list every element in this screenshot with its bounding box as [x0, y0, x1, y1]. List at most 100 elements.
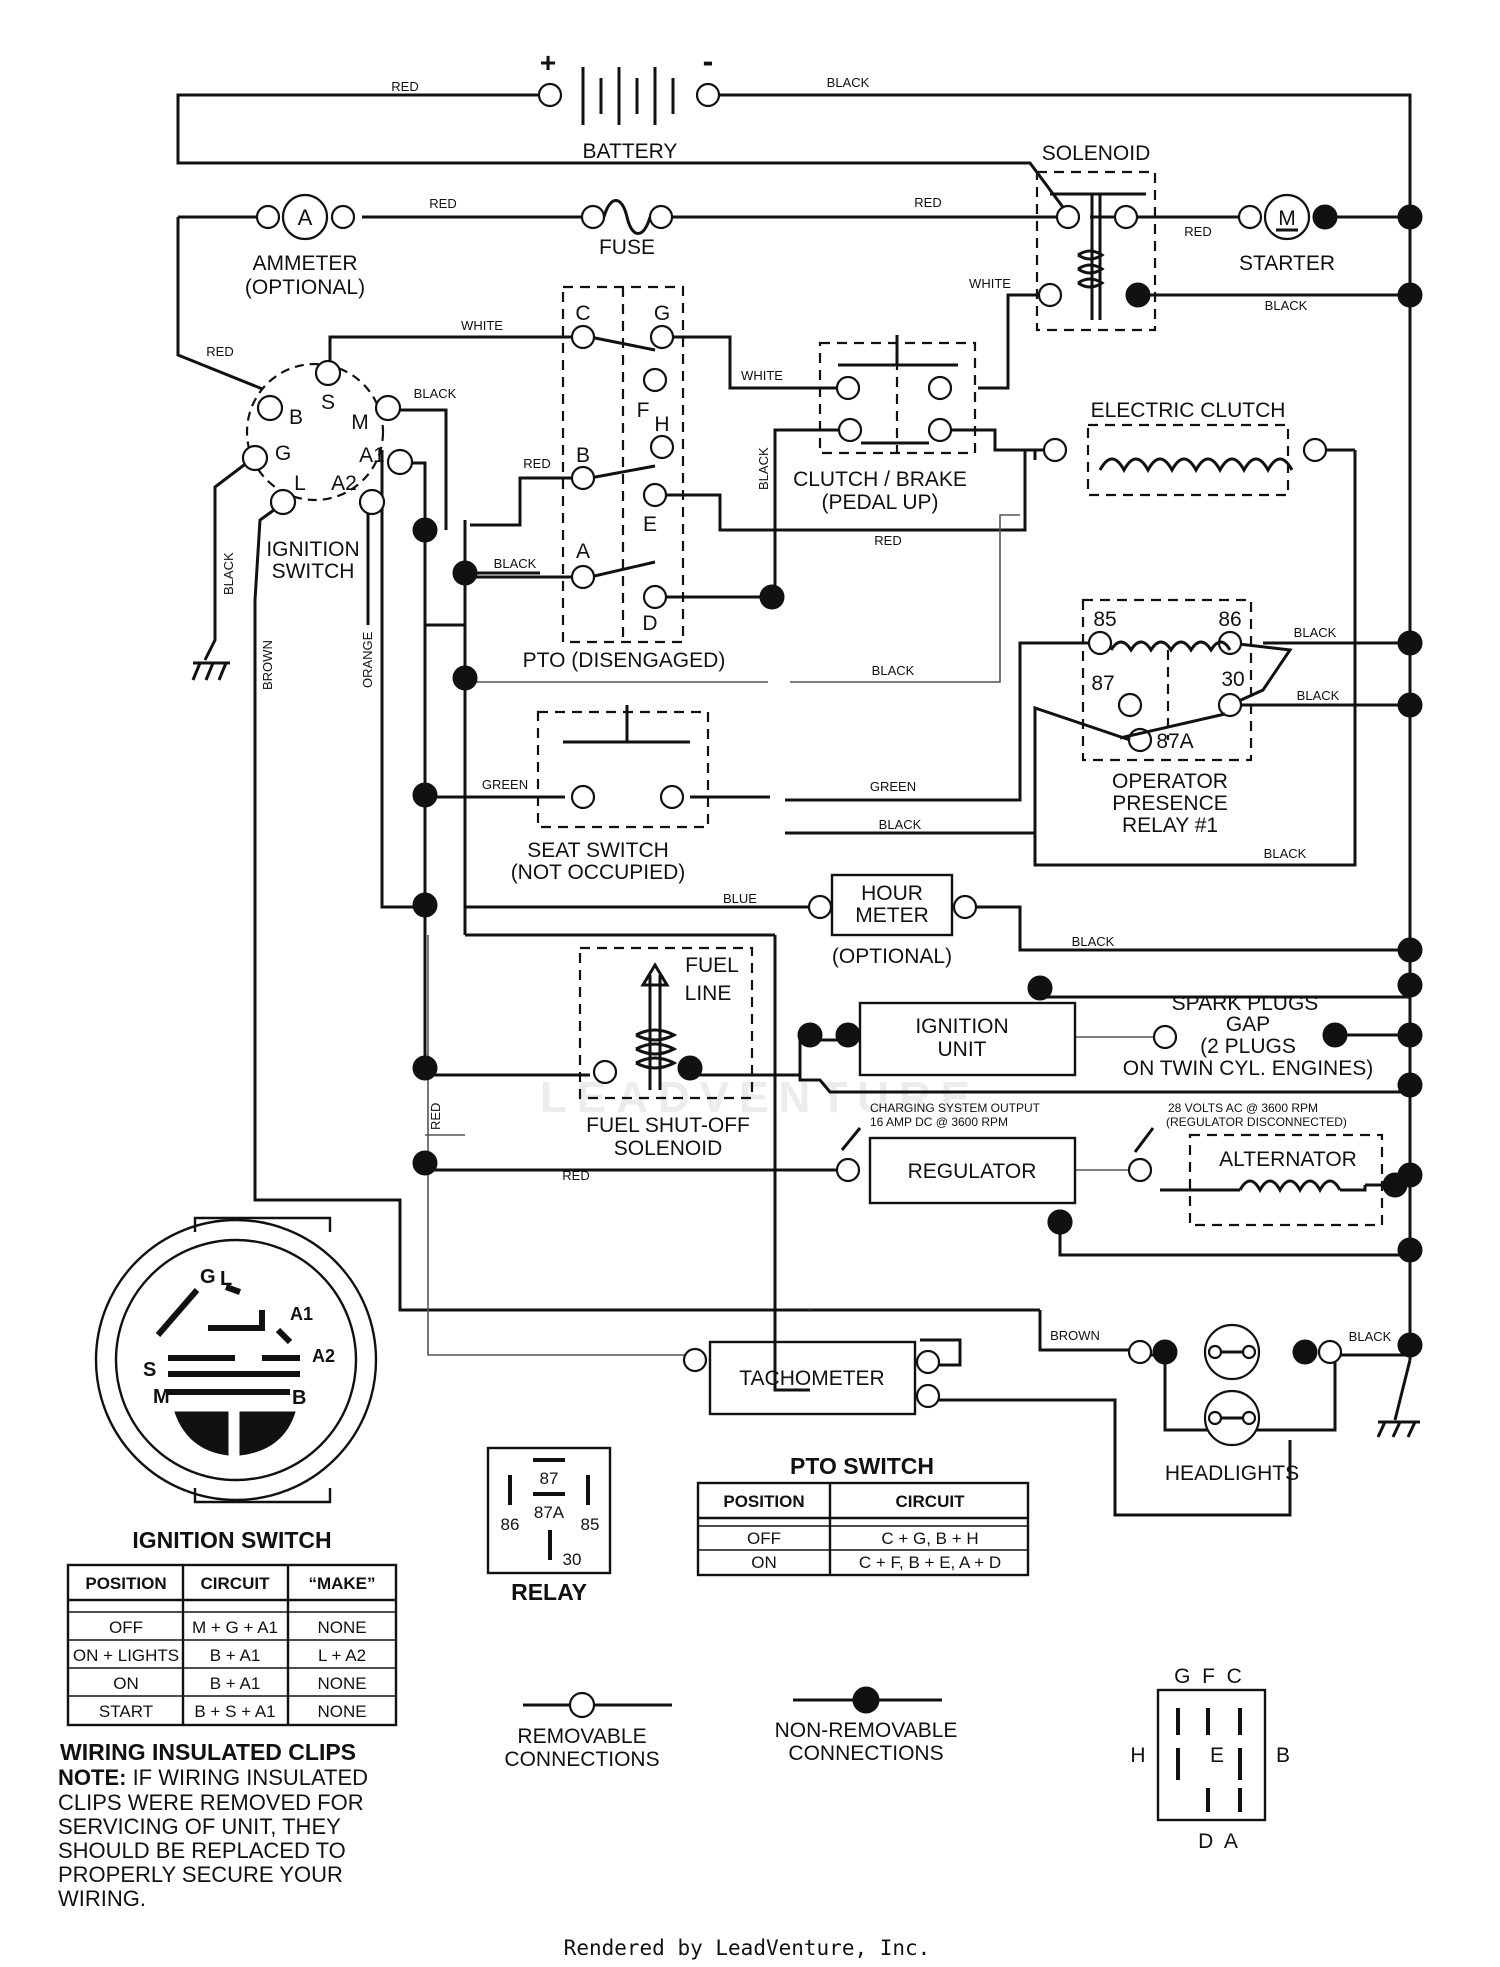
- note-line-2: SERVICING OF UNIT, THEY: [58, 1814, 341, 1839]
- operator-relay-label: OPERATOR: [1112, 770, 1228, 793]
- note-line-5: WIRING.: [58, 1886, 146, 1911]
- relay-legend-title: RELAY: [511, 1579, 587, 1605]
- relay-pin-87: 87: [1091, 672, 1114, 695]
- fuel-solenoid: FUEL LINE FUEL SHUT-OFF SOLENOID: [578, 946, 754, 1160]
- ignition-switch-label-2: SWITCH: [272, 560, 355, 583]
- wire-blue: BLUE: [723, 891, 757, 906]
- pto-connector-center: E: [1210, 1744, 1224, 1767]
- face-a2: A2: [312, 1346, 335, 1366]
- wire-white-pto: WHITE: [461, 318, 503, 333]
- pto-connector: G F C H E B D A: [1130, 1665, 1290, 1853]
- wire-black-hour: BLACK: [1072, 934, 1115, 949]
- alternator-label: ALTERNATOR: [1219, 1148, 1357, 1171]
- relay-legend: 87 87A 86 85 30 RELAY: [486, 1446, 612, 1605]
- ignition-table-title: IGNITION SWITCH: [132, 1527, 331, 1553]
- ign-terminal-b: B: [289, 406, 303, 429]
- seat-switch-label: SEAT SWITCH: [527, 839, 669, 862]
- relay-legend-87: 87: [540, 1469, 559, 1488]
- battery-label: BATTERY: [583, 140, 678, 163]
- relay-pin-87a: 87A: [1156, 730, 1193, 753]
- ignition-switch: B S M G A1 L A2 IGNITION SWITCH: [241, 359, 414, 583]
- wire-black-ground: BLACK: [221, 552, 236, 595]
- ammeter-note: (OPTIONAL): [245, 276, 365, 299]
- ign-r2-c0: ON: [113, 1674, 139, 1693]
- wire-orange-vertical: ORANGE: [360, 631, 375, 688]
- tachometer: TACHOMETER: [682, 1340, 941, 1416]
- pto-r1-c1: C + F, B + E, A + D: [859, 1553, 1001, 1572]
- pto-terminal-e: E: [643, 513, 657, 536]
- ign-terminal-l: L: [294, 472, 306, 495]
- ignition-unit-label: IGNITION: [915, 1015, 1008, 1038]
- footer-credit: Rendered by LeadVenture, Inc.: [564, 1936, 931, 1960]
- relay-pin-86: 86: [1218, 608, 1241, 631]
- relay-legend-86: 86: [501, 1515, 520, 1534]
- hour-meter-label: HOUR: [861, 882, 923, 905]
- ign-th-circuit: CIRCUIT: [201, 1574, 271, 1593]
- fuel-solenoid-label: FUEL SHUT-OFF: [586, 1114, 750, 1137]
- pto-th-circuit: CIRCUIT: [896, 1492, 966, 1511]
- wire-black-clutch-vertical: BLACK: [756, 447, 771, 490]
- face-s: S: [143, 1359, 156, 1381]
- clutch-brake: CLUTCH / BRAKE (PEDAL UP): [793, 335, 977, 514]
- ign-r1-c2: L + A2: [318, 1646, 366, 1665]
- wiring-note: WIRING INSULATED CLIPS NOTE: IF WIRING I…: [58, 1739, 368, 1911]
- operator-relay-label-3: RELAY #1: [1122, 814, 1218, 837]
- ammeter-label: AMMETER: [253, 252, 358, 275]
- wire-red-pto-b: RED: [523, 456, 550, 471]
- pto-terminal-a: A: [576, 540, 590, 563]
- spark-plugs-label-3: (2 PLUGS: [1200, 1035, 1296, 1058]
- pto-r1-c0: ON: [751, 1553, 777, 1572]
- battery-plus: +: [540, 47, 556, 78]
- seat-switch: SEAT SWITCH (NOT OCCUPIED): [511, 705, 710, 884]
- ignition-table: IGNITION SWITCH POSITION CIRCUIT “MAKE” …: [66, 1527, 398, 1727]
- wire-labels: RED BLACK RED RED RED WHITE BLACK RED WH…: [206, 75, 1391, 1344]
- fuse-label: FUSE: [599, 236, 655, 259]
- junctions: [412, 204, 1423, 1358]
- hour-meter: HOUR METER (OPTIONAL): [807, 873, 978, 968]
- ign-r0-c0: OFF: [109, 1618, 143, 1637]
- wire-red-fuse: RED: [914, 195, 941, 210]
- legend-removable: REMOVABLE: [517, 1725, 646, 1748]
- spark-plugs-label: SPARK PLUGS: [1172, 992, 1319, 1015]
- wire-green-seat: GREEN: [482, 777, 528, 792]
- pto-terminal-g: G: [654, 302, 670, 325]
- wire-red-regulator: RED: [562, 1168, 589, 1183]
- wire-black-battery: BLACK: [827, 75, 870, 90]
- clutch-brake-label-2: (PEDAL UP): [821, 491, 938, 514]
- ac-output-label: 28 VOLTS AC @ 3600 RPM: [1168, 1101, 1318, 1115]
- hour-meter-note: (OPTIONAL): [832, 945, 952, 968]
- face-b: B: [292, 1387, 306, 1409]
- ign-terminal-s: S: [321, 391, 335, 414]
- wire-black-seat: BLACK: [879, 817, 922, 832]
- relay-legend-87a: 87A: [534, 1503, 565, 1522]
- ign-r3-c2: NONE: [317, 1702, 366, 1721]
- ign-terminal-a2: A2: [331, 472, 357, 495]
- ign-r3-c1: B + S + A1: [194, 1702, 275, 1721]
- pto-table-title: PTO SWITCH: [790, 1453, 934, 1479]
- electric-clutch: ELECTRIC CLUTCH: [1042, 399, 1328, 497]
- pto-terminal-h: H: [654, 413, 669, 436]
- pto-connector-bottom: D A: [1198, 1830, 1238, 1853]
- pto-terminal-f: F: [637, 399, 650, 422]
- ign-r3-c0: START: [99, 1702, 153, 1721]
- ign-th-make: “MAKE”: [308, 1574, 375, 1593]
- fuel-line-label-2: LINE: [685, 982, 732, 1005]
- spark-plugs: SPARK PLUGS GAP (2 PLUGS ON TWIN CYL. EN…: [1123, 992, 1373, 1080]
- starter-symbol: M: [1278, 207, 1296, 230]
- note-line-3: SHOULD BE REPLACED TO: [58, 1838, 346, 1863]
- ammeter-symbol: A: [298, 205, 313, 230]
- headlights-label: HEADLIGHTS: [1165, 1462, 1299, 1485]
- battery-minus: -: [703, 43, 714, 79]
- solenoid-label: SOLENOID: [1042, 142, 1151, 165]
- pto-terminal-b: B: [576, 444, 590, 467]
- pto-connector-top: G F C: [1174, 1665, 1242, 1688]
- fuse: FUSE: [580, 199, 674, 259]
- pto-table: PTO SWITCH POSITION CIRCUIT OFF C + G, B…: [696, 1453, 1030, 1577]
- wire-black-m: BLACK: [414, 386, 457, 401]
- wire-white-solenoid: WHITE: [969, 276, 1011, 291]
- wire-green-relay: GREEN: [870, 779, 916, 794]
- wire-white-clutch: WHITE: [741, 368, 783, 383]
- ammeter: A AMMETER (OPTIONAL): [245, 193, 365, 299]
- pto-r0-c1: C + G, B + H: [881, 1529, 978, 1548]
